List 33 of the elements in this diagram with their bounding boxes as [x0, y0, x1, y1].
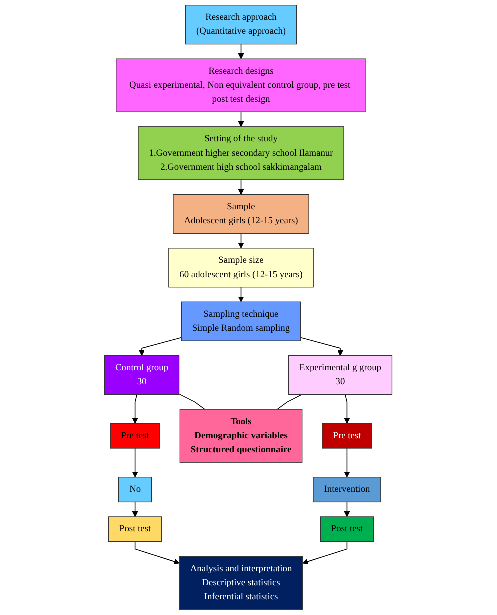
node-box: Pre test	[110, 423, 160, 449]
node-box: No	[118, 477, 152, 503]
arrow	[344, 502, 350, 518]
node-box: Research designs Quasi experimental, Non equivalent control group, pre test post test design	[116, 58, 366, 112]
arrow	[139, 337, 182, 356]
node-box: Experimental g group 30	[288, 356, 393, 396]
node-box: Sample size 60 adolescent girls (12-15 years)	[168, 248, 314, 288]
node-box: Tools Demographic variables Structured questionnaire	[180, 409, 303, 463]
node-box: Setting of the study 1.Government higher secondary school Ilamanur 2.Government high school sakkimangalam	[138, 126, 344, 180]
node-box: Analysis and interpretation Descriptive statistics Inferential statistics	[179, 556, 304, 610]
connector	[178, 394, 206, 410]
arrow	[238, 286, 244, 302]
arrow	[238, 44, 244, 60]
node-box: Sample Adolescent girls (12-15 years)	[173, 194, 310, 234]
arrow	[302, 541, 348, 565]
node-box: Post test	[108, 516, 162, 542]
node-box: Control group 30	[104, 356, 180, 396]
node-box: Research approach (Quantitative approach)	[185, 5, 298, 45]
node-box: Intervention	[313, 477, 382, 503]
arrow	[238, 112, 244, 128]
arrow	[344, 448, 350, 478]
arrow	[132, 502, 138, 518]
arrow	[238, 233, 244, 249]
arrow	[238, 180, 244, 195]
node-box: Pre test	[322, 423, 372, 449]
arrow	[132, 394, 138, 424]
connector	[277, 394, 302, 410]
node-box: Sampling technique Simple Random sampling	[181, 302, 302, 342]
node-box: Post test	[320, 516, 374, 542]
arrow	[344, 394, 350, 424]
arrow	[300, 337, 344, 356]
arrow	[134, 541, 180, 565]
arrow	[132, 448, 138, 478]
